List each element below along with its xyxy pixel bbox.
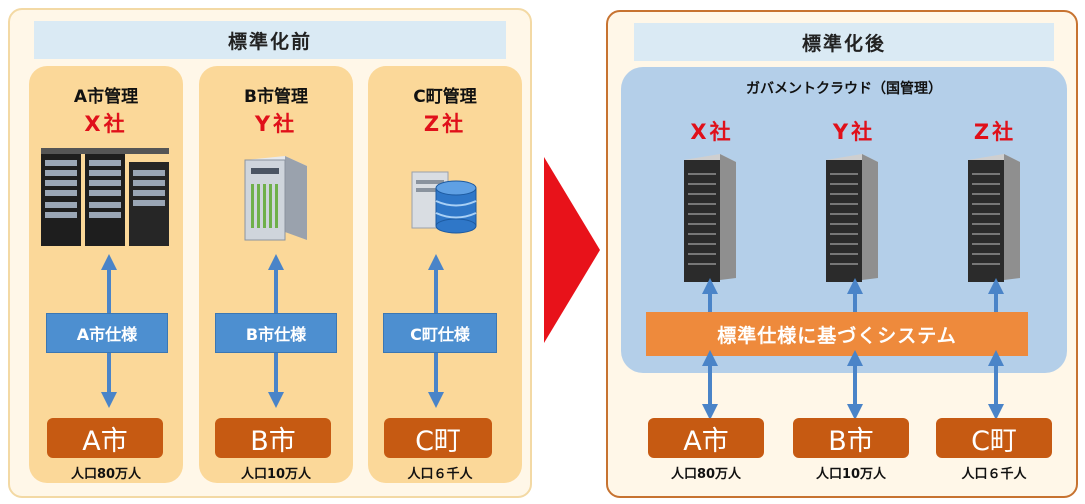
server-y-arrow xyxy=(847,278,863,312)
before-title: 標準化前 xyxy=(34,21,506,59)
column-b-company: Y社 xyxy=(254,112,298,136)
column-c-title: C町管理 xyxy=(413,87,477,107)
column-a-city: A市管理 X社 A市仕様 A市 人口80万人 xyxy=(29,66,183,483)
standard-system-bar: 標準仕様に基づくシステム xyxy=(646,312,1028,356)
transition-arrow-icon xyxy=(544,157,600,343)
cloud-server-z-icon xyxy=(968,154,1020,282)
column-c-city-box: C町 xyxy=(384,418,492,458)
cloud-server-x-icon xyxy=(684,154,736,282)
server-x-arrow xyxy=(702,278,718,312)
cloud-company-y: Y社 xyxy=(832,120,876,144)
column-a-spec: A市仕様 xyxy=(46,313,168,353)
column-a-title: A市管理 xyxy=(73,87,139,107)
column-b-population: 人口10万人 xyxy=(240,467,312,482)
column-c-company: Z社 xyxy=(423,112,467,136)
cloud-company-z: Z社 xyxy=(973,120,1017,144)
column-c-population: 人口６千人 xyxy=(407,467,473,482)
after-city-a-box: A市 xyxy=(648,418,764,458)
column-a-population: 人口80万人 xyxy=(70,467,142,482)
column-b-title: B市管理 xyxy=(244,87,308,107)
city-b-arrow xyxy=(847,350,863,420)
column-b-spec: B市仕様 xyxy=(215,313,337,353)
after-city-a-population: 人口80万人 xyxy=(670,467,742,482)
after-city-c-box: C町 xyxy=(936,418,1052,458)
column-b-city: B市管理 Y社 B市仕様 B市 人口10万人 xyxy=(199,66,353,483)
city-c-arrow xyxy=(988,350,1004,420)
city-a-arrow xyxy=(702,350,718,420)
after-city-b-population: 人口10万人 xyxy=(815,467,887,482)
column-a-city-box: A市 xyxy=(47,418,163,458)
database-server-icon xyxy=(411,171,477,234)
cloud-server-y-icon xyxy=(826,154,878,282)
after-title: 標準化後 xyxy=(634,23,1054,61)
cloud-company-x: X社 xyxy=(690,120,734,144)
after-city-b-box: B市 xyxy=(793,418,909,458)
column-a-company: X社 xyxy=(84,112,128,136)
column-c-spec: C町仕様 xyxy=(383,313,497,353)
column-b-city-box: B市 xyxy=(215,418,331,458)
tower-server-icon xyxy=(244,156,307,241)
cloud-title: ガバメントクラウド（国管理） xyxy=(746,81,942,97)
column-c-town: C町管理 Z社 C町仕様 C町 人口６千人 xyxy=(368,66,522,483)
server-z-arrow xyxy=(988,278,1004,312)
rack-server-icon xyxy=(41,148,169,246)
after-city-c-population: 人口６千人 xyxy=(961,467,1027,482)
